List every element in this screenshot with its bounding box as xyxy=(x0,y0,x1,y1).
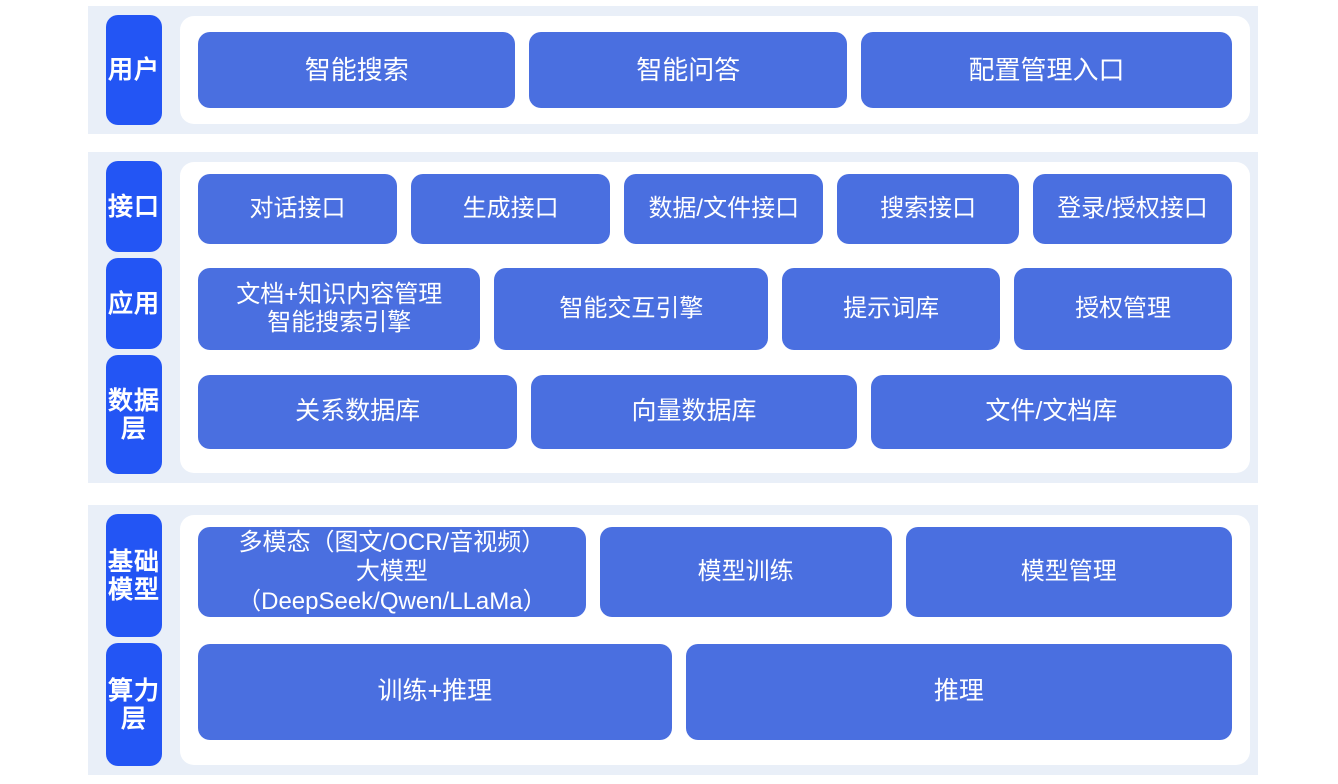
card-model-management[interactable]: 模型管理 xyxy=(905,527,1232,617)
card-search-api[interactable]: 搜索接口 xyxy=(837,174,1019,244)
card-data-file-api[interactable]: 数据/文件接口 xyxy=(624,174,824,244)
card-relational-database[interactable]: 关系数据库 xyxy=(198,374,518,449)
card-training-and-inference[interactable]: 训练+推理 xyxy=(198,644,672,740)
layer-label-column-infrastructure: 基础模型 算力层 xyxy=(88,505,180,775)
layer-chip-compute[interactable]: 算力层 xyxy=(106,643,162,766)
card-login-auth-api[interactable]: 登录/授权接口 xyxy=(1032,174,1232,244)
card-smart-qa[interactable]: 智能问答 xyxy=(529,32,847,108)
card-config-management-entry[interactable]: 配置管理入口 xyxy=(860,32,1232,108)
layer-label-column-users: 用户 xyxy=(88,6,180,134)
card-vector-database[interactable]: 向量数据库 xyxy=(531,374,857,449)
layer-label-column-application: 接口 应用 数据层 xyxy=(88,152,180,483)
row-compute: 训练+推理 推理 xyxy=(198,644,1232,753)
row-model: 多模态（图文/OCR/音视频） 大模型（DeepSeek/Qwen/LLaMa）… xyxy=(198,527,1232,630)
panel-application: 对话接口 生成接口 数据/文件接口 搜索接口 登录/授权接口 文档+知识内容管理… xyxy=(180,162,1250,473)
card-file-document-store[interactable]: 文件/文档库 xyxy=(870,374,1232,449)
card-smart-interaction-engine[interactable]: 智能交互引擎 xyxy=(494,268,769,351)
layer-chip-interface[interactable]: 接口 xyxy=(106,161,162,252)
layer-chip-base-model[interactable]: 基础模型 xyxy=(106,514,162,637)
card-dialog-api[interactable]: 对话接口 xyxy=(198,174,398,244)
panel-infrastructure: 多模态（图文/OCR/音视频） 大模型（DeepSeek/Qwen/LLaMa）… xyxy=(180,515,1250,765)
card-authorization-management[interactable]: 授权管理 xyxy=(1014,268,1233,351)
card-inference[interactable]: 推理 xyxy=(685,644,1232,740)
row-interface: 对话接口 生成接口 数据/文件接口 搜索接口 登录/授权接口 xyxy=(198,174,1232,256)
band-infrastructure: 基础模型 算力层 多模态（图文/OCR/音视频） 大模型（DeepSeek/Qw… xyxy=(88,505,1258,775)
card-smart-search[interactable]: 智能搜索 xyxy=(198,32,516,108)
layer-chip-users[interactable]: 用户 xyxy=(106,15,162,125)
card-multimodal-large-model[interactable]: 多模态（图文/OCR/音视频） 大模型（DeepSeek/Qwen/LLaMa） xyxy=(198,527,586,617)
layer-chip-application[interactable]: 应用 xyxy=(106,258,162,349)
band-users: 用户 智能搜索 智能问答 配置管理入口 xyxy=(88,6,1258,134)
layer-chip-data[interactable]: 数据层 xyxy=(106,355,162,474)
card-generation-api[interactable]: 生成接口 xyxy=(411,174,611,244)
row-application: 文档+知识内容管理 智能搜索引擎 智能交互引擎 提示词库 授权管理 xyxy=(198,268,1233,362)
row-data: 关系数据库 向量数据库 文件/文档库 xyxy=(198,374,1232,461)
card-prompt-library[interactable]: 提示词库 xyxy=(782,268,1001,351)
row-user-entries: 智能搜索 智能问答 配置管理入口 xyxy=(198,32,1232,108)
band-application: 接口 应用 数据层 对话接口 生成接口 数据/文件接口 搜索接口 登录/授权接口… xyxy=(88,152,1258,483)
card-model-training[interactable]: 模型训练 xyxy=(599,527,892,617)
panel-users: 智能搜索 智能问答 配置管理入口 xyxy=(180,16,1250,124)
card-document-knowledge-management[interactable]: 文档+知识内容管理 智能搜索引擎 xyxy=(198,268,481,351)
